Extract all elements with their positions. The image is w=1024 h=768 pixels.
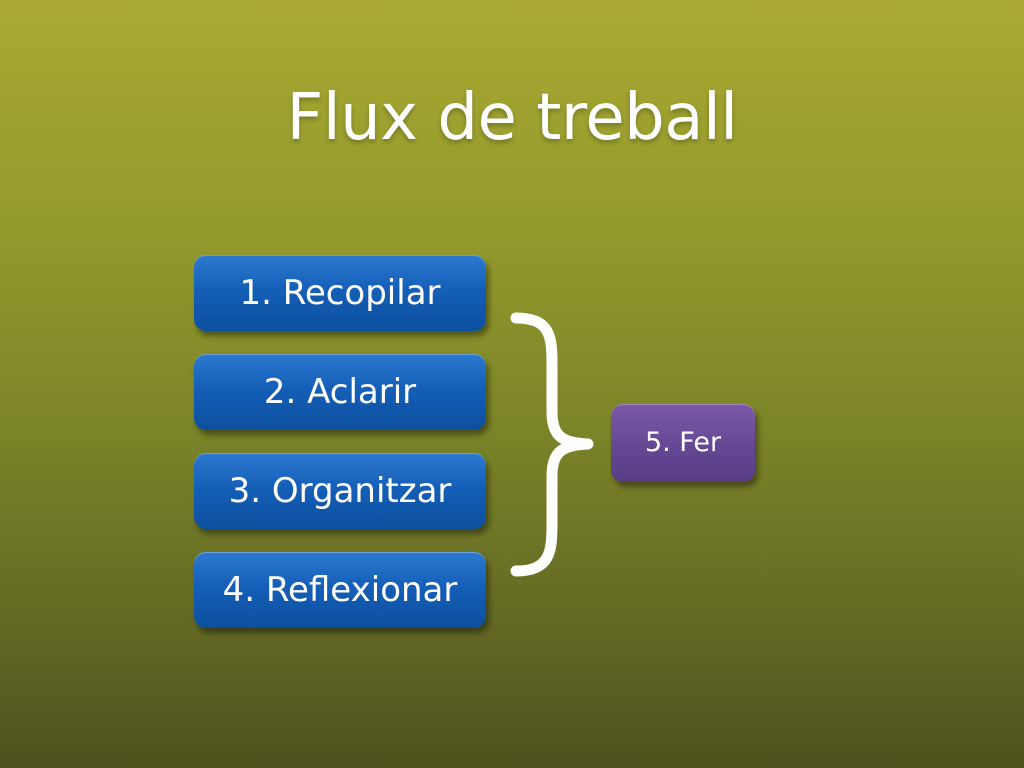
- step-aclarir-box: 2. Aclarir: [194, 354, 486, 430]
- step-organitzar-box: 3. Organitzar: [194, 453, 486, 529]
- slide-title: Flux de treball: [286, 81, 739, 155]
- step-fer-box: 5. Fer: [611, 404, 755, 482]
- step-recopilar-box: 1. Recopilar: [194, 255, 486, 331]
- step-reflexionar-box: 4. Reflexionar: [194, 552, 486, 628]
- curly-brace-icon: [510, 312, 594, 577]
